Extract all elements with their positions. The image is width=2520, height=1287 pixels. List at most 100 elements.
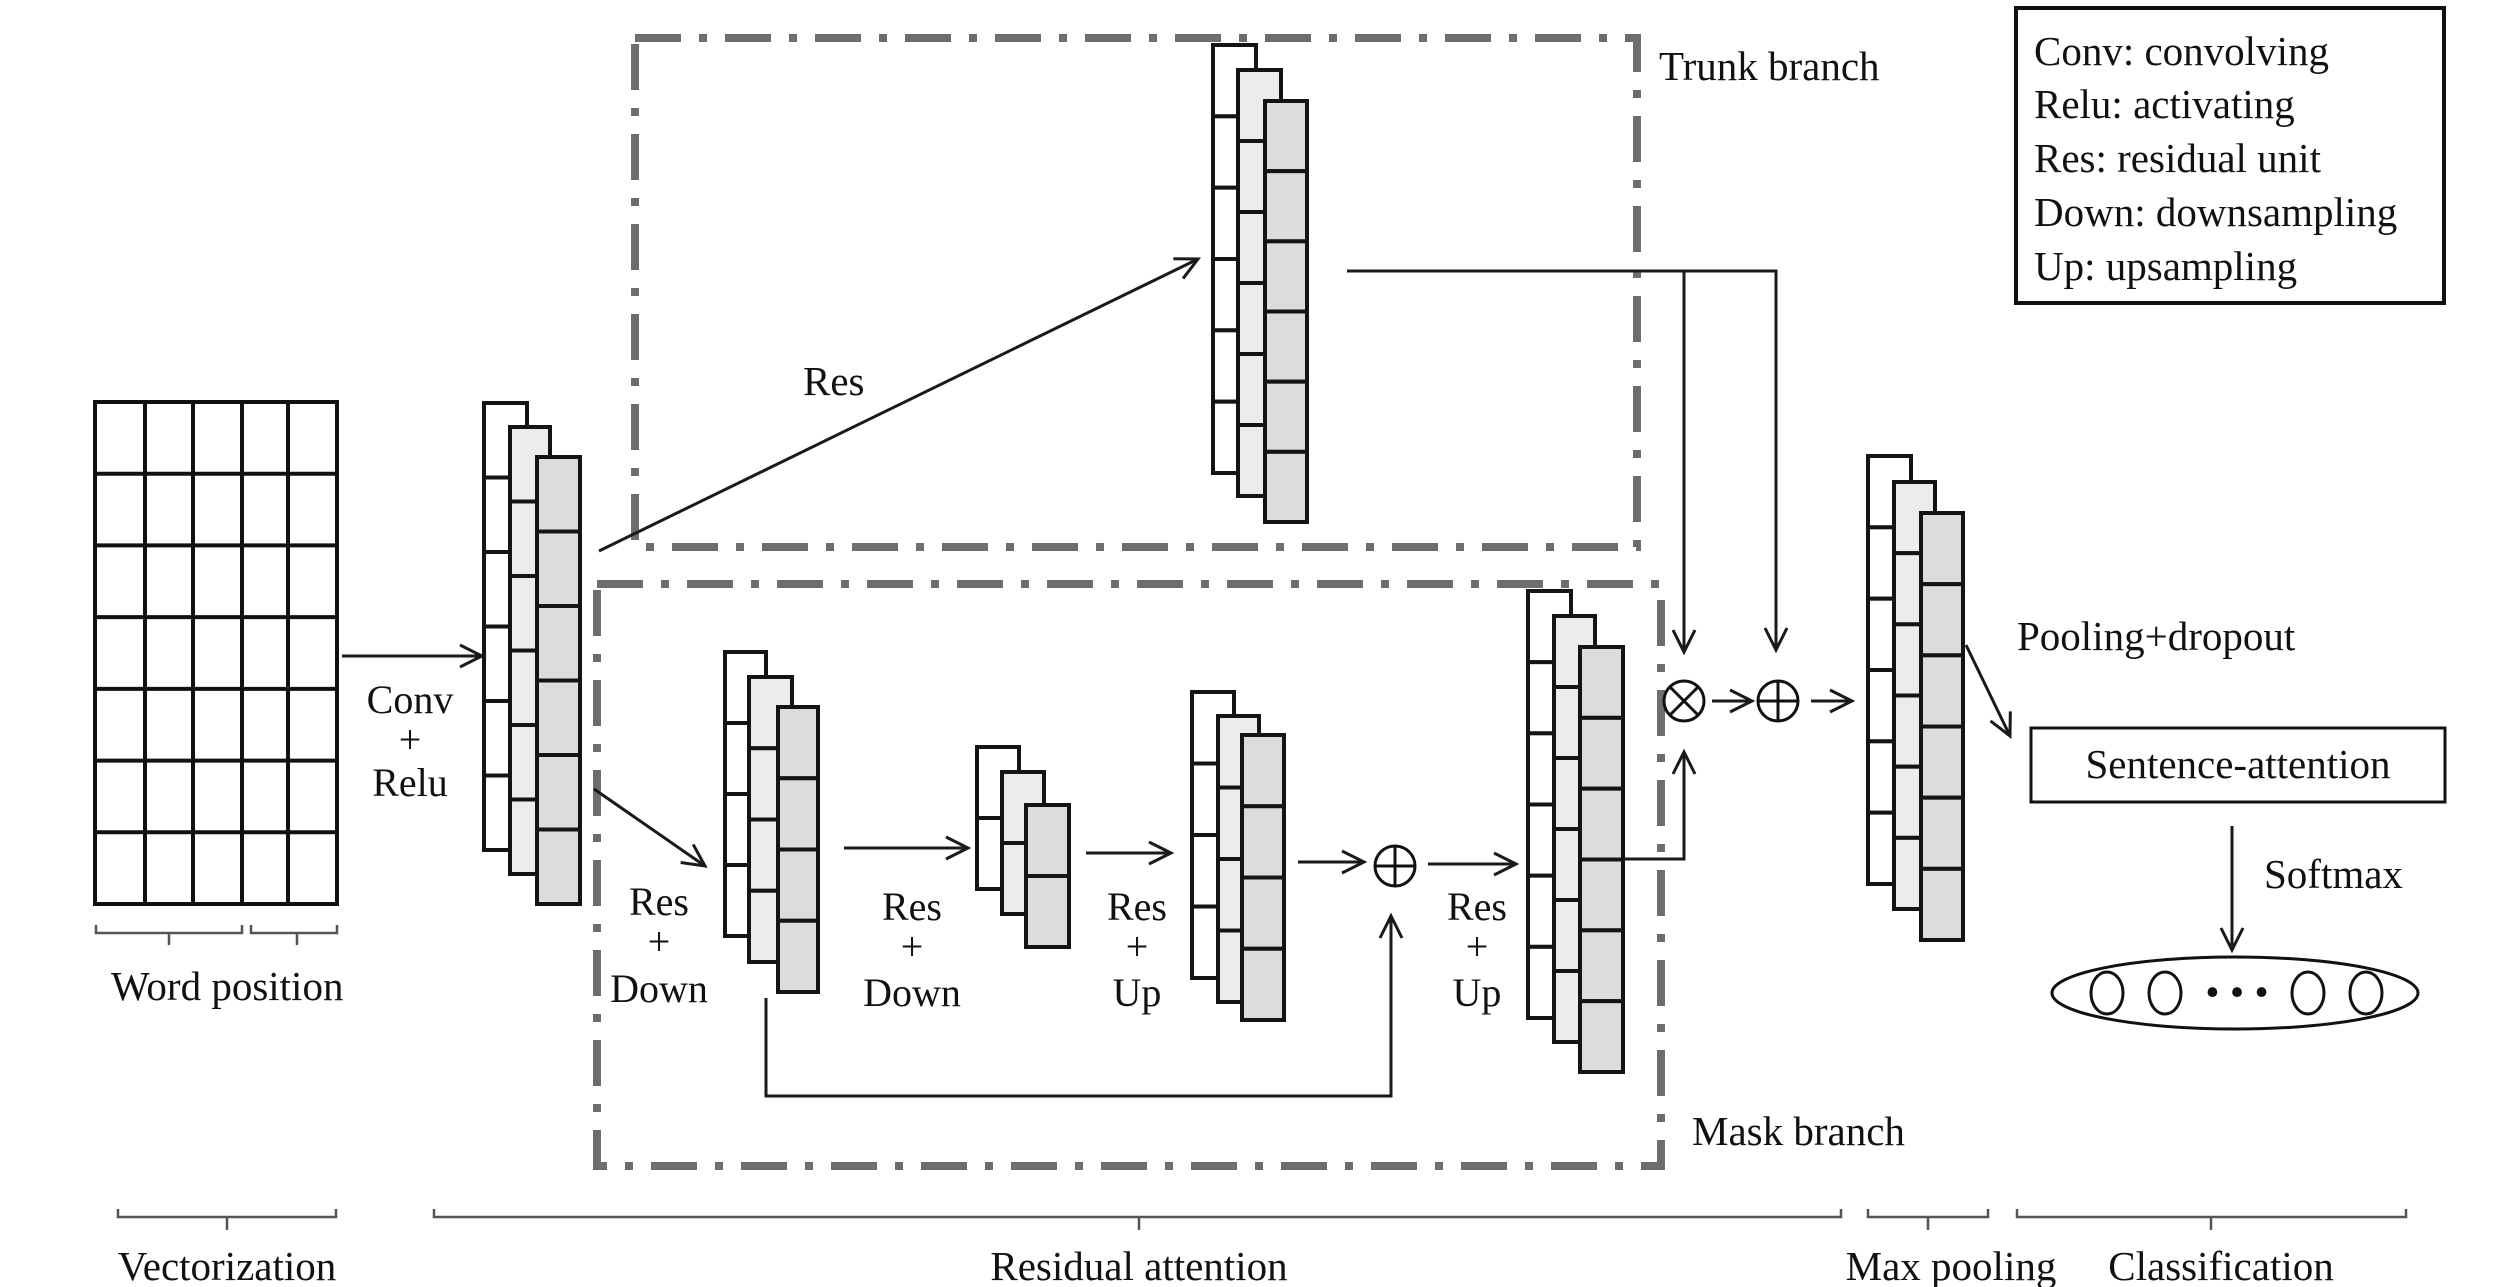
skip-connection — [764, 912, 1404, 1098]
relu-text: Relu — [372, 760, 448, 805]
mask-step4-label: Res + Up — [1447, 884, 1507, 1015]
mask-step1-label: Res + Down — [610, 879, 708, 1011]
mask-feature-map-1 — [723, 650, 820, 994]
up-text: Up — [1113, 970, 1162, 1015]
stage-label: Max pooling — [1846, 1243, 2057, 1287]
word-position-label: Word position — [111, 963, 343, 1009]
down-text: Down — [863, 970, 961, 1015]
feature-cell — [1919, 511, 1965, 587]
feature-cell — [535, 753, 582, 832]
legend-box: Conv: convolving Relu: activating Res: r… — [2014, 6, 2446, 305]
up-text: Up — [1453, 970, 1502, 1015]
feature-cell — [1240, 946, 1286, 1022]
feature-cell — [776, 918, 820, 994]
feature-cell — [1263, 309, 1309, 384]
pool-to-attention-arrow — [1964, 644, 2012, 740]
feature-layer — [1919, 511, 1965, 942]
feature-layer — [1240, 733, 1286, 1022]
feature-cell — [776, 776, 820, 852]
stage-label: Vectorization — [118, 1243, 337, 1287]
mask-feature-map-3 — [1190, 690, 1286, 1022]
feature-cell — [1263, 449, 1309, 525]
conv-feature-map — [482, 401, 582, 906]
pooling-dropout-label: Pooling+dropout — [2017, 613, 2296, 659]
feature-cell — [1919, 724, 1965, 800]
feature-cell — [535, 604, 582, 683]
feature-cell — [1240, 875, 1286, 951]
output-layer: • • • — [2050, 955, 2420, 1031]
legend-item: Down: downsampling — [2034, 189, 2397, 235]
feature-cell — [1263, 169, 1309, 244]
stage-residual-attention: Residual attention — [432, 1209, 1843, 1287]
feature-cell — [1240, 733, 1286, 809]
mask-input-arrow — [593, 787, 708, 868]
feature-cell — [535, 827, 582, 906]
stage-max-pooling: Max pooling — [1846, 1209, 2057, 1287]
output-node — [2147, 970, 2183, 1016]
legend-item: Res: residual unit — [2034, 135, 2322, 181]
feature-cell — [1578, 786, 1625, 862]
plus-text: + — [1466, 924, 1489, 969]
add-operator — [1756, 679, 1800, 723]
pooled-feature-map — [1866, 454, 1965, 942]
feature-cell — [1024, 803, 1071, 878]
word-position-brackets — [94, 925, 339, 945]
feature-cell — [1578, 999, 1625, 1075]
feature-cell — [1919, 582, 1965, 658]
sentence-attention-label: Sentence-attention — [2085, 741, 2390, 787]
legend-item: Conv: convolving — [2034, 28, 2329, 74]
output-node — [2290, 970, 2326, 1016]
stage-vectorization: Vectorization — [116, 1209, 338, 1287]
feature-cell — [535, 529, 582, 608]
multiply-operator — [1662, 679, 1706, 723]
feature-cell — [1263, 379, 1309, 454]
res-text: Res — [629, 879, 689, 924]
conv-relu-label: Conv + Relu — [367, 677, 454, 805]
res-text: Res — [1107, 884, 1167, 929]
softmax-label: Softmax — [2264, 851, 2403, 897]
trunk-branch-box — [631, 34, 1641, 551]
trunk-feature-map — [1211, 43, 1309, 525]
feature-cell — [1578, 928, 1625, 1004]
feature-cell — [1578, 715, 1625, 791]
stage-label: Residual attention — [990, 1243, 1287, 1287]
mask-feature-map-2 — [975, 745, 1071, 949]
res-text: Res — [1447, 884, 1507, 929]
mask-step3-label: Res + Up — [1107, 884, 1167, 1015]
feature-cell — [1919, 653, 1965, 729]
feature-cell — [776, 705, 820, 781]
feature-cell — [1919, 795, 1965, 871]
feature-layer — [535, 455, 582, 906]
feature-cell — [1024, 874, 1071, 949]
mask-branch-label: Mask branch — [1692, 1108, 1905, 1154]
output-ellipsis: • • • — [2205, 969, 2269, 1015]
feature-cell — [535, 455, 582, 534]
word-matrix-frame — [93, 400, 339, 906]
feature-cell — [1240, 804, 1286, 880]
feature-cell — [1263, 99, 1309, 174]
feature-layer — [1578, 645, 1625, 1075]
trunk-res-label: Res — [803, 358, 865, 404]
plus-text: + — [901, 924, 924, 969]
mask-branch-box — [593, 580, 1665, 1170]
trunk-output-line — [1347, 269, 1789, 654]
stage-classification: Classification — [2015, 1209, 2408, 1287]
output-node — [2089, 970, 2125, 1016]
conv-text: Conv — [367, 677, 454, 722]
res-text: Res — [882, 884, 942, 929]
feature-cell — [1919, 866, 1965, 942]
legend-item: Relu: activating — [2034, 81, 2295, 127]
stage-label: Classification — [2108, 1243, 2333, 1287]
feature-layer — [1024, 803, 1071, 949]
plus-text: + — [399, 717, 422, 762]
feature-cell — [1263, 239, 1309, 314]
add-operator-mask — [1373, 844, 1417, 888]
mask-output-line — [1624, 748, 1697, 861]
feature-layer — [776, 705, 820, 994]
sentence-attention-box: Sentence-attention — [2029, 726, 2447, 804]
mask-step2-label: Res + Down — [863, 884, 961, 1015]
feature-cell — [1578, 857, 1625, 933]
mask-feature-map-4 — [1526, 589, 1625, 1075]
feature-cell — [535, 678, 582, 757]
